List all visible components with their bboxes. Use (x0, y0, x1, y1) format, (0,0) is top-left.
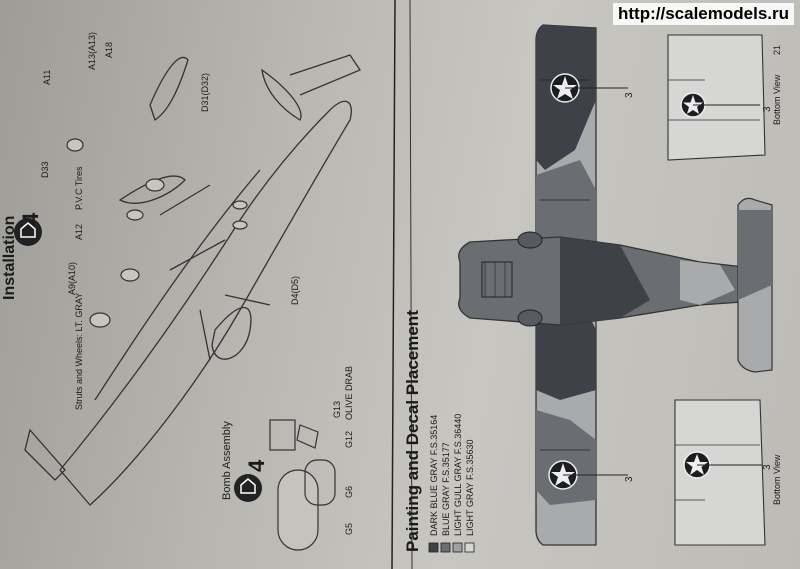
page-divider (391, 0, 396, 569)
part-label: A12 (74, 224, 84, 240)
decal-callout: 3 (762, 464, 773, 470)
decal-callout: 3 (624, 476, 635, 482)
fuselage-bottom-view (458, 236, 771, 326)
engine-nacelles (517, 231, 543, 327)
painting-title: Painting and Decal Placement (403, 310, 422, 552)
legend-label: BLUE GRAY F.S.35177 (441, 442, 451, 536)
bomb-part-label: G6 (344, 486, 354, 498)
part-label: D31(D32) (200, 73, 210, 112)
part-label: A11 (42, 70, 52, 85)
installation-title: Installation (1, 216, 18, 300)
bottom-view-label: Bottom View (772, 454, 782, 505)
tail-bottom-view (737, 197, 773, 373)
bomb-step-badge (234, 474, 262, 502)
decal-callout: 3 (624, 92, 635, 98)
wingtip-detail-top (667, 34, 766, 161)
part-label: D4(D5) (290, 276, 300, 305)
legend-swatch (464, 542, 475, 553)
bomb-part-label: G12 (344, 431, 354, 448)
wingtip-detail-bottom (674, 399, 766, 546)
part-label: A9(A10) (67, 262, 77, 295)
strut-color-note: Struts and Wheels: LT. GRAY (74, 293, 84, 410)
wheel-parts (66, 138, 248, 328)
decal-leader-lines (563, 87, 762, 476)
legend-swatch (428, 542, 439, 553)
right-page-border (409, 0, 413, 569)
bomb-drawing (269, 419, 336, 551)
legend-label: LIGHT GRAY F.S.35630 (465, 439, 475, 536)
part-label: A13(A13) (87, 32, 97, 70)
pvc-tires-note: P.V.C Tires (74, 166, 84, 210)
legend-swatch (440, 542, 451, 553)
bottom-view-label: Bottom View (772, 74, 782, 125)
bomb-step-number: 4 (244, 459, 269, 472)
aircraft-fuselage-drawing (24, 54, 361, 506)
page-number: 21 (772, 45, 782, 55)
watermark: http://scalemodels.ru (613, 3, 794, 25)
part-label: D33 (40, 161, 50, 178)
decal-callout: 3 (762, 106, 773, 112)
bomb-assembly-title: Bomb Assembly (221, 421, 233, 500)
bomb-part-label: G13 (332, 401, 342, 418)
step-number: 4 (18, 212, 43, 225)
bomb-color-note: OLIVE DRAB (344, 366, 354, 420)
legend-label: LIGHT GULL GRAY F.S.36440 (453, 414, 463, 536)
part-label: A18 (104, 42, 114, 58)
bomb-part-label: G5 (344, 523, 354, 535)
legend-label: DARK BLUE GRAY F.S.35164 (429, 415, 439, 536)
legend-swatch (452, 542, 463, 553)
step-4-badge (14, 218, 42, 246)
